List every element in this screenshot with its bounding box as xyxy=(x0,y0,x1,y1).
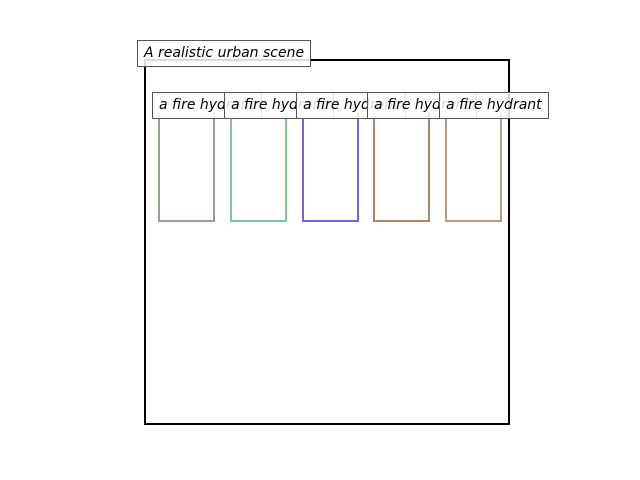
hydrant-box-1 xyxy=(158,112,215,222)
hydrant-box-2 xyxy=(230,112,287,222)
scene-frame xyxy=(144,59,510,425)
scene-caption: A realistic urban scene xyxy=(137,40,312,67)
hydrant-box-3 xyxy=(302,112,359,222)
hydrant-box-5 xyxy=(445,112,502,222)
hydrant-box-4 xyxy=(373,112,430,222)
hydrant-label-5: a fire hydrant xyxy=(439,92,549,119)
